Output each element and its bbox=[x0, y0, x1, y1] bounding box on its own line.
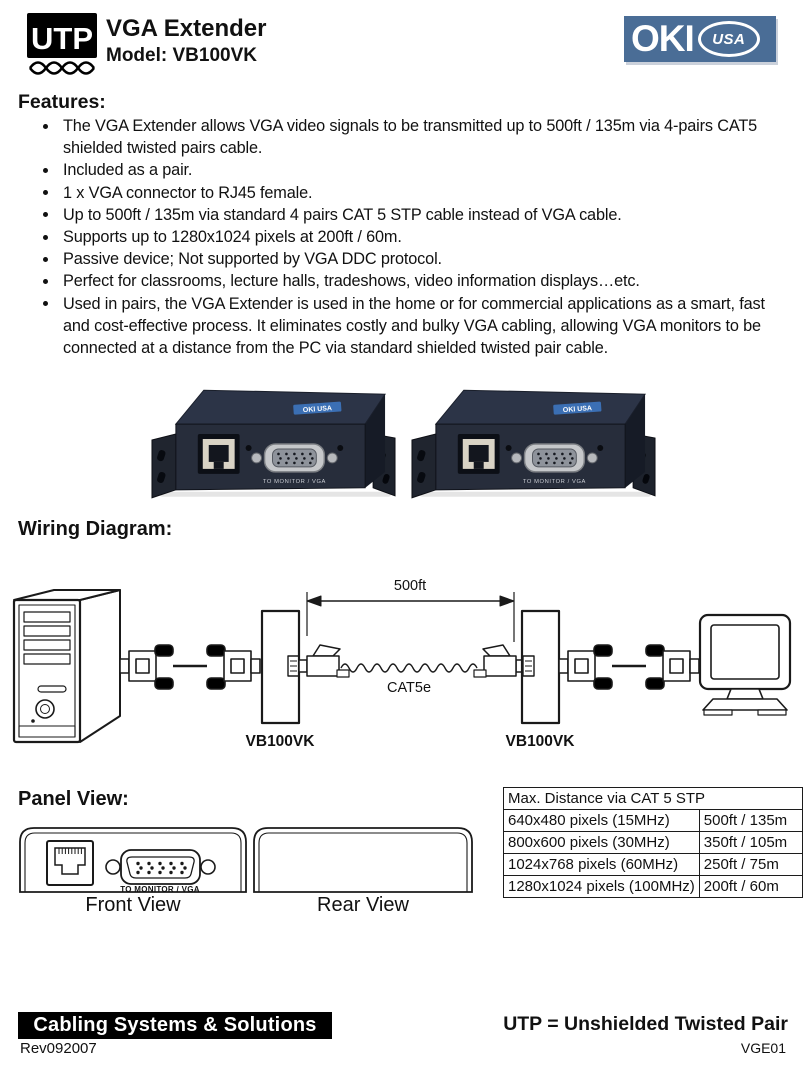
table-row: 1280x1024 pixels (100MHz) 200ft / 60m bbox=[503, 875, 803, 898]
rear-view-label: Rear View bbox=[317, 894, 409, 916]
features-list: The VGA Extender allows VGA video signal… bbox=[36, 115, 786, 359]
document-code: VGE01 bbox=[740, 1040, 786, 1056]
distance-dimension-arrow bbox=[306, 592, 515, 642]
feature-item: Used in pairs, the VGA Extender is used … bbox=[36, 293, 786, 360]
panel-view-heading: Panel View: bbox=[18, 788, 129, 810]
distance-label: 500ft bbox=[394, 578, 426, 594]
front-panel-port-label: TO MONITOR / VGA bbox=[120, 885, 200, 894]
distance-cell: 500ft / 135m bbox=[698, 809, 803, 832]
feature-item: The VGA Extender allows VGA video signal… bbox=[36, 115, 786, 159]
port-label-text: TO MONITOR / VGA bbox=[523, 479, 586, 485]
oki-usa-logo: OKI USA bbox=[624, 16, 776, 62]
feature-item: Included as a pair. bbox=[36, 159, 786, 181]
mounting-flange-left bbox=[151, 433, 177, 499]
front-view-label: Front View bbox=[85, 894, 181, 916]
resolution-cell: 1024x768 pixels (60MHz) bbox=[503, 853, 700, 876]
table-header-row: Max. Distance via CAT 5 STP bbox=[503, 787, 803, 810]
rj45-plug-right bbox=[473, 644, 525, 678]
extender-left-label: VB100VK bbox=[246, 733, 316, 750]
oki-logo-text: OKI bbox=[631, 18, 695, 59]
usa-badge-text: USA bbox=[712, 30, 746, 48]
pc-tower-illustration bbox=[12, 589, 121, 744]
extender-right-label: VB100VK bbox=[506, 733, 576, 750]
cable-type-label: CAT5e bbox=[387, 680, 431, 696]
extender-device-photo-right: OKI USA TO MONITOR / VGA bbox=[411, 389, 656, 499]
twisted-pair-icon bbox=[28, 61, 96, 75]
resolution-cell: 800x600 pixels (30MHz) bbox=[503, 831, 700, 854]
distance-cell: 200ft / 60m bbox=[698, 875, 803, 898]
table-row: 640x480 pixels (15MHz) 500ft / 135m bbox=[503, 809, 803, 832]
table-row: 800x600 pixels (30MHz) 350ft / 105m bbox=[503, 831, 803, 854]
table-row: 1024x768 pixels (60MHz) 250ft / 75m bbox=[503, 853, 803, 876]
front-panel-drawing: TO MONITOR / VGA bbox=[19, 827, 247, 894]
rj45-port-photo bbox=[197, 434, 240, 474]
model-number: Model: VB100VK bbox=[106, 45, 257, 66]
extender-box-right bbox=[520, 609, 561, 725]
rj45-plug-left bbox=[298, 644, 350, 678]
rj45-port-photo bbox=[457, 434, 500, 474]
utp-logo: UTP bbox=[27, 13, 97, 75]
vga-port-photo bbox=[245, 443, 344, 473]
feature-item: Supports up to 1280x1024 pixels at 200ft… bbox=[36, 226, 786, 248]
vga-port-photo bbox=[505, 443, 604, 473]
feature-item: 1 x VGA connector to RJ45 female. bbox=[36, 182, 786, 204]
port-label-text: TO MONITOR / VGA bbox=[263, 479, 326, 485]
vga-cable-left bbox=[119, 644, 261, 690]
wiring-diagram-heading: Wiring Diagram: bbox=[18, 518, 173, 540]
monitor-illustration bbox=[698, 613, 792, 716]
oki-badge-text: OKI USA bbox=[303, 405, 332, 414]
features-heading: Features: bbox=[18, 91, 106, 113]
wiring-diagram: 500ft CAT5e VB100VK VB100VK bbox=[12, 578, 792, 750]
table-header: Max. Distance via CAT 5 STP bbox=[503, 787, 803, 810]
vga-cable-right bbox=[558, 644, 700, 690]
feature-item: Perfect for classrooms, lecture halls, t… bbox=[36, 270, 786, 292]
resolution-cell: 640x480 pixels (15MHz) bbox=[503, 809, 700, 832]
product-photo: OKI USA TO MONITOR / VGA bbox=[146, 376, 660, 508]
feature-item: Passive device; Not supported by VGA DDC… bbox=[36, 248, 786, 270]
extender-box-left bbox=[260, 609, 301, 725]
title-block: VGA Extender Model: VB100VK bbox=[106, 16, 267, 67]
page-title: VGA Extender bbox=[106, 15, 267, 42]
feature-item: Up to 500ft / 135m via standard 4 pairs … bbox=[36, 204, 786, 226]
usa-oval-badge: USA bbox=[697, 21, 760, 57]
company-banner: Cabling Systems & Solutions bbox=[18, 1012, 332, 1039]
resolution-cell: 1280x1024 pixels (100MHz) bbox=[503, 875, 700, 898]
cat5e-cable-line bbox=[340, 663, 478, 673]
rear-panel-drawing bbox=[253, 827, 473, 893]
extender-device-photo-left: OKI USA TO MONITOR / VGA bbox=[151, 389, 396, 499]
oki-badge-sticker: OKI USA bbox=[553, 401, 602, 415]
utp-logo-text: UTP bbox=[31, 21, 93, 56]
oki-badge-text: OKI USA bbox=[563, 405, 592, 414]
rj45-jack-icon bbox=[46, 840, 94, 886]
distance-cell: 350ft / 105m bbox=[698, 831, 803, 854]
revision-text: Rev092007 bbox=[20, 1040, 97, 1057]
mounting-flange-left bbox=[411, 433, 437, 499]
vga-connector-icon bbox=[105, 849, 216, 885]
utp-definition-note: UTP = Unshielded Twisted Pair bbox=[503, 1013, 788, 1035]
max-distance-table: Max. Distance via CAT 5 STP 640x480 pixe… bbox=[503, 787, 803, 898]
oki-badge-sticker: OKI USA bbox=[293, 401, 342, 415]
distance-cell: 250ft / 75m bbox=[698, 853, 803, 876]
